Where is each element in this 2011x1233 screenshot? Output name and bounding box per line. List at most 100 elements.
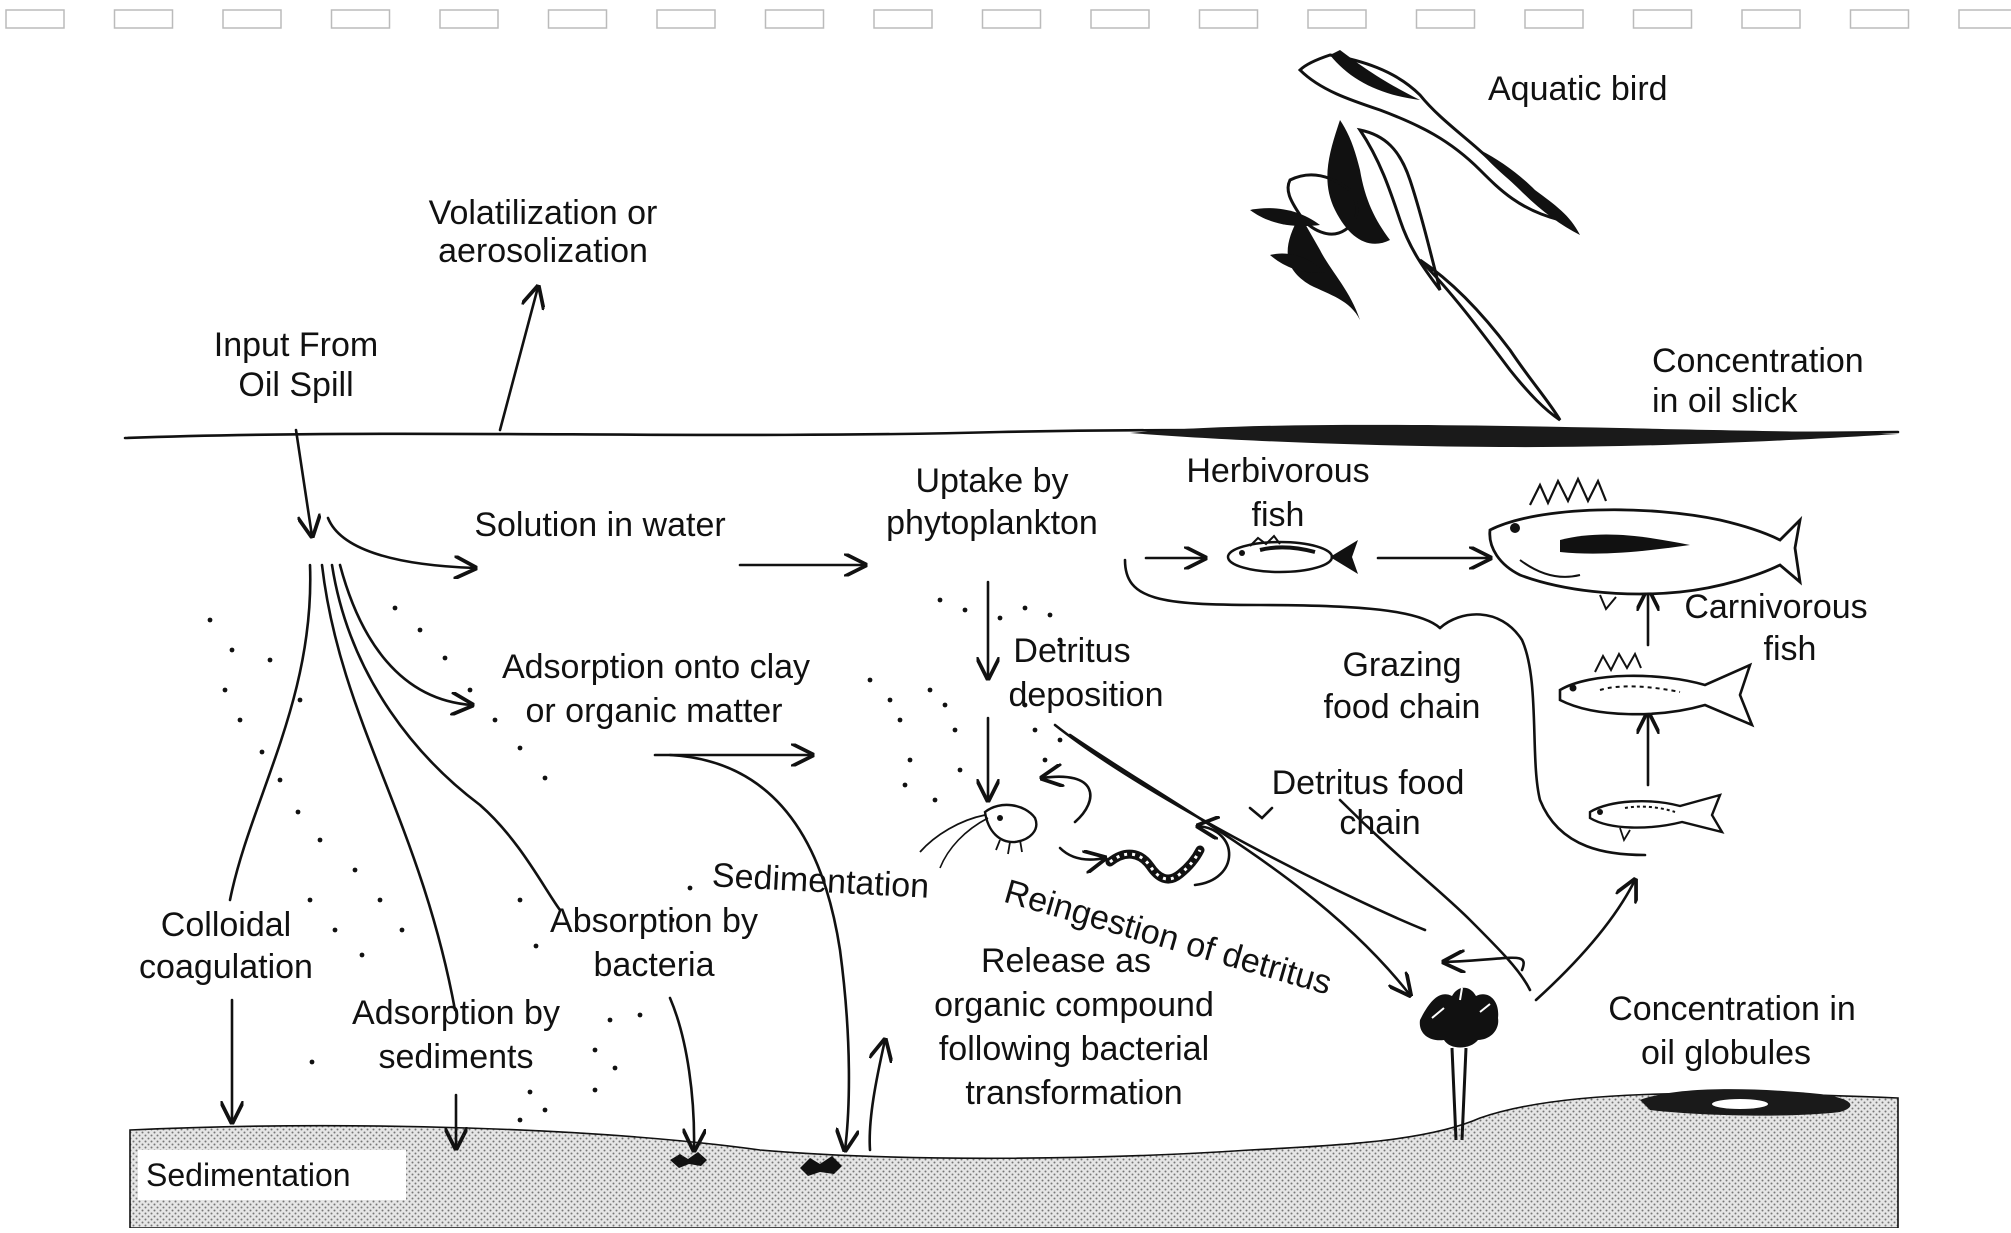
border-box (1091, 10, 1149, 28)
particle-dot (310, 1060, 315, 1065)
particle-dot (208, 618, 213, 623)
border-box (115, 10, 173, 28)
border-box (874, 10, 932, 28)
particle-dot (443, 656, 448, 661)
particle-dot (333, 928, 338, 933)
shrimp-icon (920, 805, 1036, 868)
label-detritus-deposition-1: Detritus (1013, 632, 1130, 670)
particle-dot (593, 1048, 598, 1053)
border-box (766, 10, 824, 28)
particle-dot (528, 1090, 533, 1095)
label-carnivorous-1: Carnivorous (1684, 588, 1867, 626)
medium-fish-icon (1560, 654, 1752, 725)
border-box (1417, 10, 1475, 28)
particle-dot (278, 778, 283, 783)
label-detritus-deposition-2: deposition (1008, 676, 1163, 714)
label-uptake-2: phytoplankton (886, 504, 1098, 542)
label-colloidal-1: Colloidal (161, 906, 291, 944)
label-herbivorous-1: Herbivorous (1186, 452, 1369, 490)
label-adsorption-sediments-2: sediments (379, 1038, 534, 1076)
label-input-1: Input From (214, 326, 378, 364)
label-concentration-globules-2: oil globules (1641, 1034, 1811, 1072)
label-solution: Solution in water (474, 506, 725, 544)
border-box (1308, 10, 1366, 28)
particle-dot (1023, 606, 1028, 611)
particle-dot (928, 688, 933, 693)
particle-dot (418, 628, 423, 633)
particle-dot (688, 886, 693, 891)
border-box (332, 10, 390, 28)
particle-dot (963, 608, 968, 613)
particle-dot (518, 746, 523, 751)
label-uptake-1: Uptake by (915, 462, 1068, 500)
label-adsorption-clay-1: Adsorption onto clay (502, 648, 810, 686)
border-box (1851, 10, 1909, 28)
label-sedimentation-mid: Sedimentation (711, 856, 930, 905)
particle-dot (518, 1118, 523, 1123)
label-release-1: Release as (981, 942, 1151, 980)
border-box (223, 10, 281, 28)
label-reingestion: Reingestion of detritus (1000, 873, 1336, 1003)
border-box (983, 10, 1041, 28)
particle-dot (958, 768, 963, 773)
particle-dot (608, 1018, 613, 1023)
border-box (1200, 10, 1258, 28)
label-detritus-food-chain-2: chain (1339, 804, 1420, 842)
label-herbivorous-2: fish (1252, 496, 1305, 534)
page-border-marks (6, 10, 2011, 28)
label-concentration-slick-1: Concentration (1652, 342, 1864, 380)
border-box (6, 10, 64, 28)
border-box (440, 10, 498, 28)
particle-dot (1033, 728, 1038, 733)
labels: Aquatic bird Volatilization or aerosoliz… (139, 70, 1868, 1193)
label-colloidal-2: coagulation (139, 948, 313, 986)
particle-dot (593, 1088, 598, 1093)
particle-dot (908, 758, 913, 763)
particle-dot (238, 718, 243, 723)
label-volatilization-1: Volatilization or (429, 194, 658, 232)
particle-dot (943, 703, 948, 708)
particle-dot (518, 898, 523, 903)
particle-dot (543, 776, 548, 781)
particle-dot (493, 718, 498, 723)
herbivorous-fish-icon (1228, 536, 1358, 574)
border-box (549, 10, 607, 28)
particle-dot (378, 898, 383, 903)
particle-dot (938, 598, 943, 603)
label-detritus-food-chain-1: Detritus food (1272, 764, 1465, 802)
particle-dot (1043, 758, 1048, 763)
label-absorption-bacteria-2: bacteria (594, 946, 715, 984)
particle-dot (268, 658, 273, 663)
particle-dot (868, 678, 873, 683)
particle-dot (296, 810, 301, 815)
oil-slick (1130, 425, 1898, 447)
particle-dot (613, 1066, 618, 1071)
particle-dot (1048, 613, 1053, 618)
label-input-2: Oil Spill (238, 366, 353, 404)
label-concentration-slick-2: in oil slick (1652, 382, 1798, 420)
particle-dot (360, 953, 365, 958)
border-box (1634, 10, 1692, 28)
label-adsorption-sediments-1: Adsorption by (352, 994, 560, 1032)
particle-dot (468, 688, 473, 693)
particle-dot (998, 616, 1003, 621)
border-box (1525, 10, 1583, 28)
particle-dot (308, 898, 313, 903)
particle-dot (400, 928, 405, 933)
label-release-2: organic compound (934, 986, 1214, 1024)
particle-dot (953, 728, 958, 733)
label-carnivorous-2: fish (1764, 630, 1817, 668)
label-aquatic-bird: Aquatic bird (1488, 70, 1668, 108)
label-volatilization-2: aerosolization (438, 232, 648, 270)
particle-dot (260, 750, 265, 755)
particle-dot (353, 868, 358, 873)
label-absorption-bacteria-1: Absorption by (550, 902, 758, 940)
label-release-3: following bacterial (939, 1030, 1209, 1068)
particle-dot (638, 1013, 643, 1018)
particle-dot (543, 1108, 548, 1113)
label-release-4: transformation (965, 1074, 1182, 1112)
particle-dot (933, 798, 938, 803)
particle-dot (898, 718, 903, 723)
